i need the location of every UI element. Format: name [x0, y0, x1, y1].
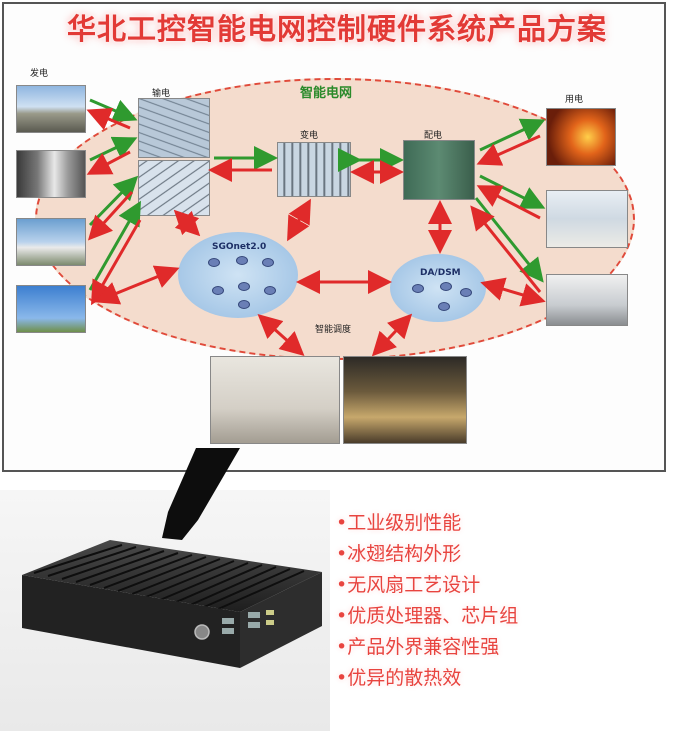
feature-list: •工业级别性能 •冰翅结构外形 •无风扇工艺设计 •优质处理器、芯片组 •产品外… — [336, 508, 518, 694]
consumption-label: 用电 — [565, 95, 584, 105]
feature-item: •产品外界兼容性强 — [336, 636, 500, 658]
network-node — [238, 300, 250, 309]
dadsm-cloud — [390, 254, 486, 322]
network-node — [460, 288, 472, 297]
feature-item: •工业级别性能 — [336, 512, 462, 534]
wind-turbine-image — [16, 285, 86, 333]
transmission-label: 输电 — [152, 89, 171, 99]
hydro-dam-image — [16, 150, 86, 198]
power-plant-image — [16, 85, 86, 133]
substation-label: 变电 — [300, 131, 319, 141]
transmission-lines-image — [138, 98, 210, 158]
sgnet-label: SGOnet2.0 — [212, 242, 267, 252]
product-panel — [0, 490, 330, 731]
dadsm-label: DA/DSM — [420, 268, 461, 278]
distribution-cabinet-image — [403, 140, 475, 200]
feature-item: •优质处理器、芯片组 — [336, 605, 519, 627]
network-node — [264, 286, 276, 295]
network-node — [262, 258, 274, 267]
network-node — [438, 302, 450, 311]
furnace-image — [546, 108, 616, 166]
substation-image — [277, 142, 351, 197]
network-node — [440, 282, 452, 291]
smart-grid-ellipse — [35, 78, 635, 360]
distribution-label: 配电 — [424, 131, 443, 141]
feature-item: •冰翅结构外形 — [336, 543, 462, 565]
network-node — [208, 258, 220, 267]
dispatch-label: 智能调度 — [315, 325, 352, 335]
solar-home-image — [546, 190, 628, 248]
control-office-image — [210, 356, 340, 444]
smart-grid-label: 智能电网 — [300, 86, 353, 101]
feature-item: •优异的散热效 — [336, 667, 462, 689]
electric-car-image — [546, 274, 628, 326]
control-room-image — [343, 356, 467, 444]
network-node — [212, 286, 224, 295]
transmission-tower-image — [138, 160, 210, 216]
network-node — [238, 282, 250, 291]
page-title: 华北工控智能电网控制硬件系统产品方案 — [66, 12, 607, 46]
network-node — [412, 284, 424, 293]
generation-label: 发电 — [30, 69, 49, 79]
feature-item: •无风扇工艺设计 — [336, 574, 481, 596]
network-node — [236, 256, 248, 265]
cooling-tower-image — [16, 218, 86, 266]
